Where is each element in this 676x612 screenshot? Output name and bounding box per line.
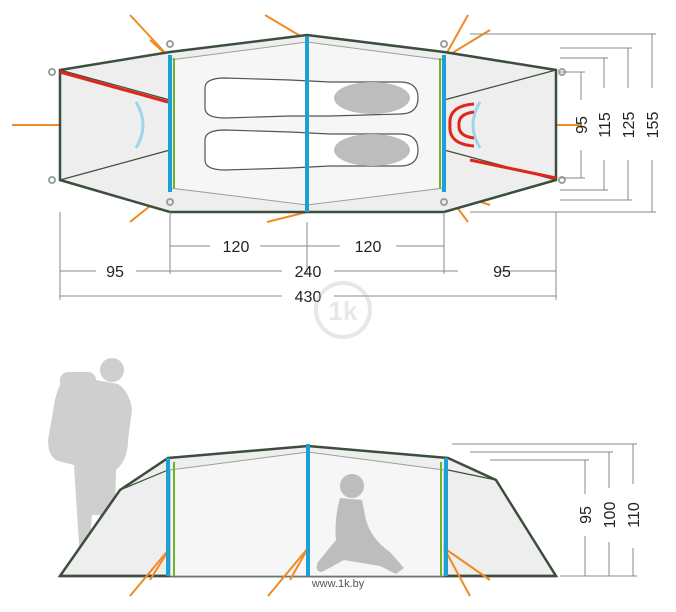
dim-lines-vertical-top (470, 33, 656, 213)
dim-right-half: 120 (355, 239, 382, 256)
dim-width-4: 155 (645, 112, 662, 139)
door-zip-right (469, 158, 557, 180)
vent-right (471, 101, 482, 149)
door-arc-inner (457, 110, 475, 140)
head-shadow-1 (334, 82, 410, 114)
door-arc-outer (448, 102, 475, 148)
dim-width-3: 125 (621, 112, 638, 139)
dim-height-2: 100 (602, 502, 619, 529)
door-zip-left (59, 70, 169, 104)
dim-width-1: 95 (574, 116, 591, 134)
head-shadow-2 (334, 134, 410, 166)
dim-left-vestibule: 95 (106, 264, 124, 281)
guy-lines-side (129, 547, 491, 597)
dim-left-half: 120 (223, 239, 250, 256)
dim-lines-horizontal (59, 212, 557, 300)
top-view: 95 120 120 240 95 430 95 115 125 155 (12, 14, 662, 306)
dim-width-2: 115 (597, 112, 614, 138)
dim-height-1: 95 (578, 506, 595, 524)
dim-inner-length: 240 (295, 264, 322, 281)
watermark-site: www.1k.by (311, 578, 365, 590)
side-view: 95 100 110 (48, 358, 643, 597)
eave-seam-left (119, 469, 169, 491)
vent-left (134, 101, 145, 149)
dim-lines-vertical-side (452, 443, 637, 577)
dim-height-3: 110 (626, 502, 643, 528)
sitting-person-silhouette (316, 474, 404, 574)
dim-right-vestibule: 95 (493, 264, 511, 281)
watermark-logo-text: 1k (329, 296, 358, 326)
dim-total-length: 430 (295, 289, 322, 306)
watermark-logo: 1k (314, 281, 372, 339)
eave-seam-right (447, 469, 497, 481)
